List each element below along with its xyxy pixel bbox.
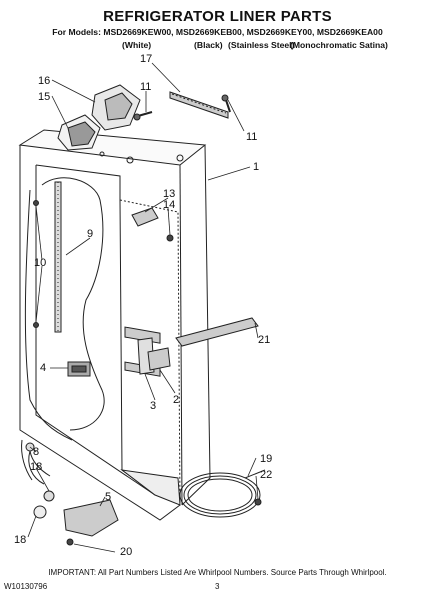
callout-5: 5	[105, 491, 111, 503]
grommet	[33, 505, 47, 519]
harness-lead	[21, 439, 33, 481]
water-tubing-coil	[179, 469, 266, 518]
color-satina: (Monochromatic Satina)	[290, 40, 388, 50]
wire-harness	[24, 177, 105, 441]
liner-cabinet	[18, 129, 211, 521]
callout-2: 2	[173, 394, 179, 406]
callout-15: 15	[38, 91, 50, 103]
screw-icon	[66, 538, 74, 546]
color-white: (White)	[122, 40, 152, 50]
callout-16: 16	[38, 75, 50, 87]
callout-11-right: 11	[246, 131, 257, 143]
hinge-bracket	[63, 499, 119, 537]
top-trim-strip	[169, 91, 229, 119]
page-title: REFRIGERATOR LINER PARTS	[103, 8, 332, 25]
screw-icon	[166, 234, 174, 242]
callout-14: 14	[163, 199, 175, 211]
callout-8: 8	[33, 446, 39, 458]
callout-18-upper: 18	[30, 461, 42, 473]
callout-20: 20	[120, 546, 132, 558]
leader-lines	[27, 62, 259, 553]
callout-18-lower: 18	[14, 534, 26, 546]
screw-icon	[33, 322, 39, 328]
part-2-cover	[147, 347, 171, 371]
callout-22: 22	[260, 469, 272, 481]
callout-21: 21	[258, 334, 270, 346]
model-list: For Models: MSD2669KEW00, MSD2669KEB00, …	[52, 27, 383, 37]
shelf-rail	[175, 317, 259, 347]
callout-9: 9	[87, 228, 93, 240]
bracket-13	[131, 207, 159, 227]
color-black: (Black)	[194, 40, 223, 50]
callout-17: 17	[140, 53, 152, 65]
grommet	[43, 490, 55, 502]
color-stainless: (Stainless Steel)	[228, 40, 295, 50]
callout-10: 10	[34, 257, 46, 269]
callout-4: 4	[40, 362, 46, 374]
screw-icon	[133, 111, 153, 121]
important-note: IMPORTANT: All Part Numbers Listed Are W…	[48, 568, 387, 577]
air-duct-assembly	[57, 84, 141, 151]
document-number: W10130796	[4, 582, 48, 591]
callout-3: 3	[150, 400, 156, 412]
screw-icon	[254, 498, 262, 506]
callout-11-top: 11	[140, 81, 151, 93]
callout-1: 1	[253, 161, 259, 173]
page-number: 3	[215, 582, 220, 591]
screw-icon	[221, 94, 231, 113]
callout-19: 19	[260, 453, 272, 465]
callout-13: 13	[163, 188, 175, 200]
screw-icon	[33, 200, 39, 206]
